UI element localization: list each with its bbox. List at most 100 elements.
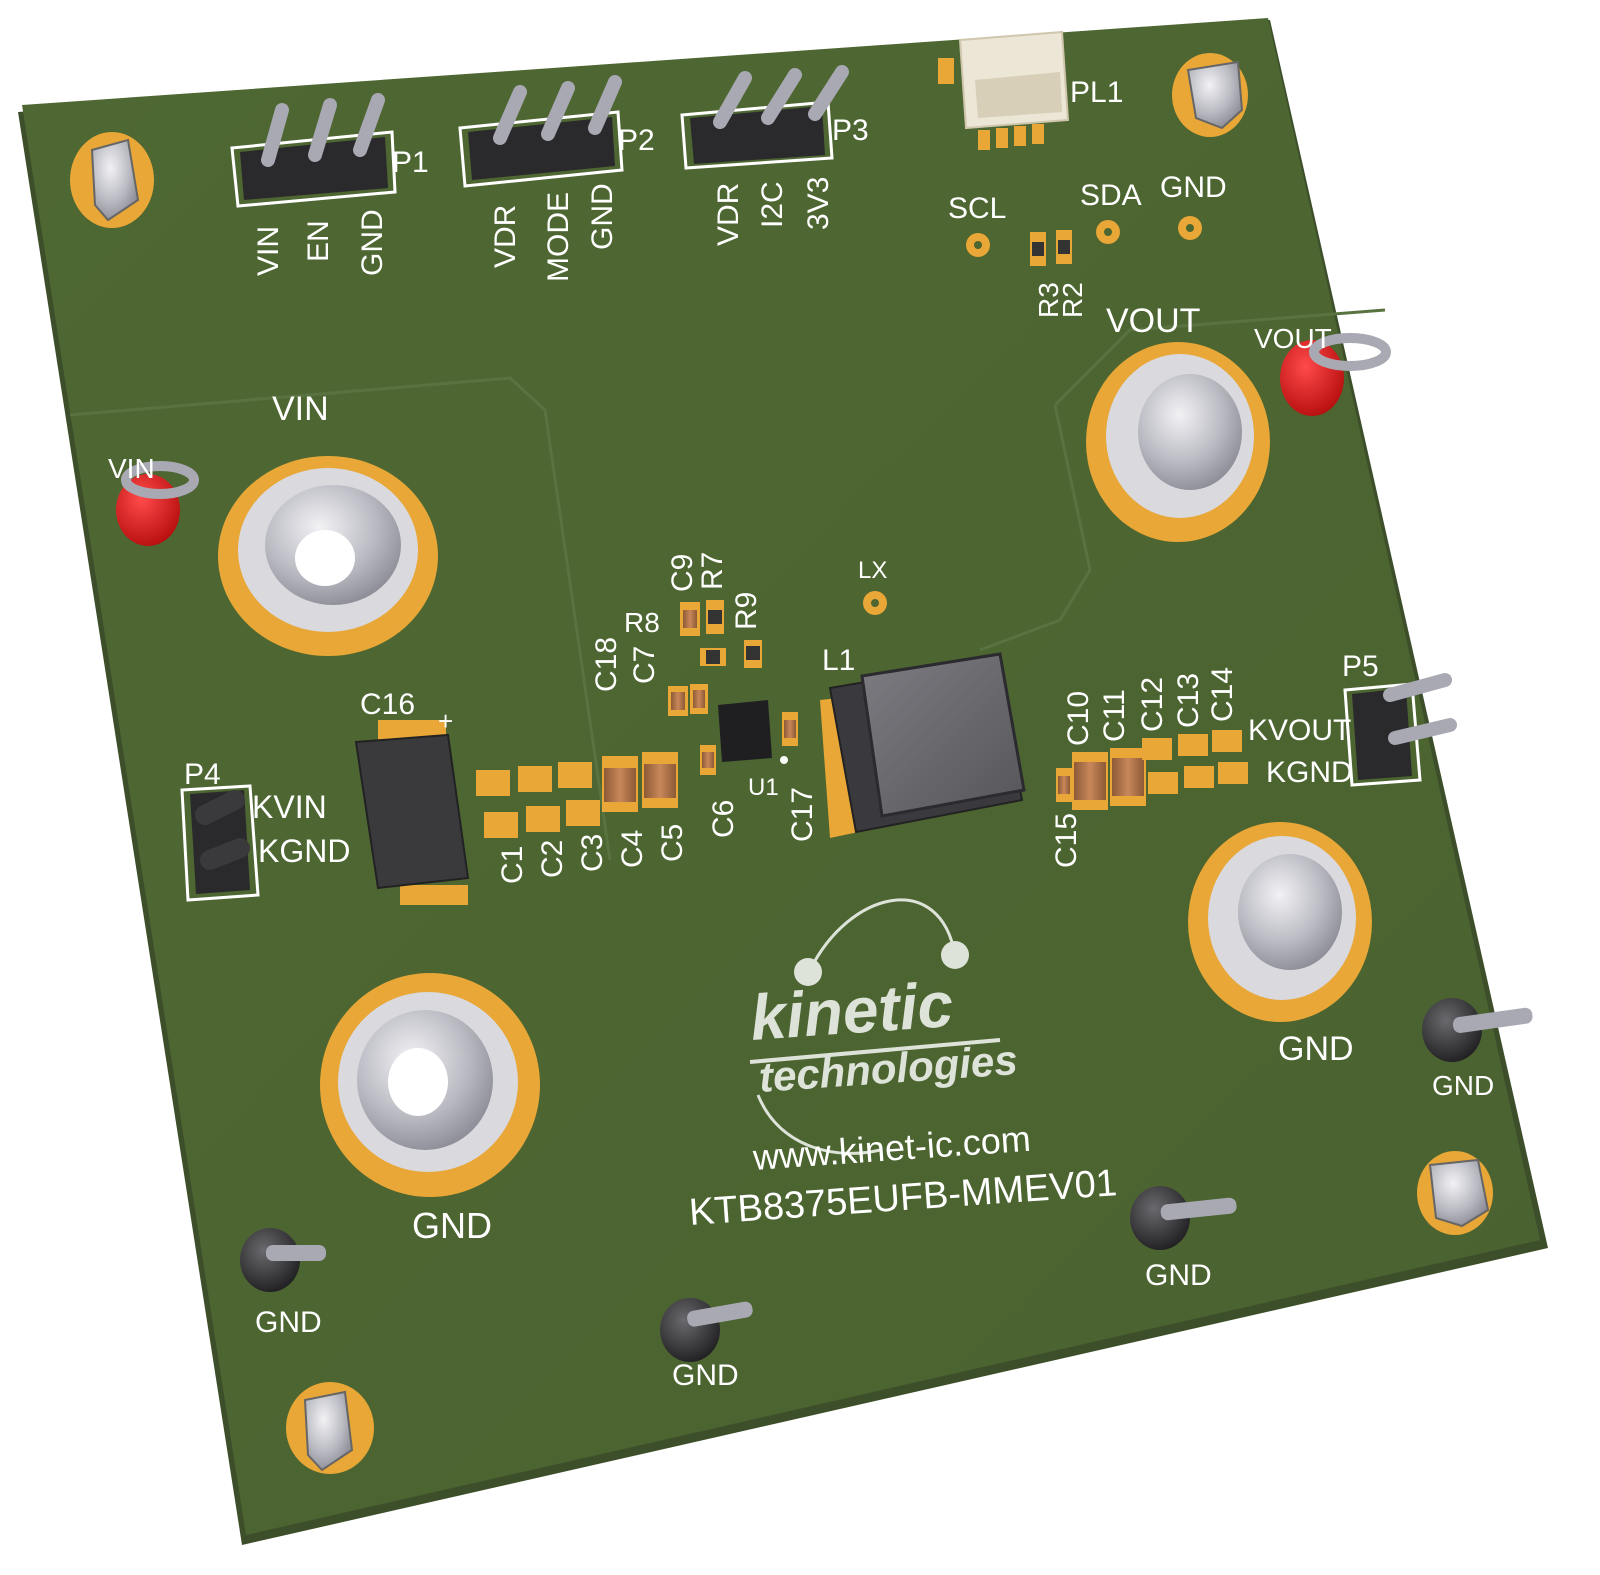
capacitor-c4	[602, 756, 638, 812]
label-c12: C12	[1136, 677, 1169, 732]
label-p5: P5	[1342, 650, 1379, 683]
copper-outline	[979, 404, 1092, 652]
label-c5: C5	[656, 824, 689, 862]
logo-kinetic: kinetic	[748, 968, 955, 1054]
label-p1-en: EN	[302, 220, 335, 262]
capacitor-c14	[1212, 730, 1248, 784]
label-gnd-post-3: GND	[1145, 1259, 1212, 1292]
label-kvout: KVOUT	[1248, 714, 1351, 747]
test-post-gnd-3	[1130, 1186, 1237, 1250]
label-c15: C15	[1050, 813, 1083, 868]
capacitor-c12	[1142, 738, 1178, 794]
label-gnd-post-2: GND	[672, 1359, 739, 1392]
label-gnd-terminal-right: GND	[1278, 1030, 1354, 1068]
label-p1: P1	[392, 146, 429, 179]
label-vin-terminal: VIN	[272, 390, 329, 428]
label-p3-i2c: I2C	[756, 181, 789, 228]
label-tp-gnd: GND	[1160, 171, 1227, 204]
label-scl: SCL	[948, 192, 1006, 225]
label-c14: C14	[1206, 667, 1239, 722]
label-p4: P4	[184, 758, 221, 791]
label-c2: C2	[536, 840, 569, 878]
logo-graphic	[749, 898, 1001, 1155]
label-p1-gnd: GND	[356, 209, 389, 276]
capacitor-c13	[1178, 734, 1214, 788]
label-c7: C7	[628, 646, 661, 684]
test-post-vin	[116, 461, 199, 546]
label-l1: L1	[822, 644, 855, 677]
label-gnd-post-1: GND	[255, 1306, 322, 1339]
capacitor-c10	[1072, 752, 1108, 810]
capacitor-c1	[476, 770, 518, 838]
label-r3: R3	[1033, 282, 1064, 318]
ic-u1	[718, 700, 788, 764]
label-pl1: PL1	[1070, 76, 1123, 109]
label-c3: C3	[576, 834, 609, 872]
test-post-vout	[1280, 333, 1391, 416]
header-p4	[180, 784, 260, 902]
capacitor-c16	[354, 720, 470, 905]
label-vin-post: VIN	[108, 453, 155, 484]
label-lx: LX	[858, 557, 887, 584]
label-c11: C11	[1098, 689, 1131, 742]
capacitor-c11	[1110, 748, 1146, 806]
label-c18: C18	[590, 637, 623, 692]
label-gnd-post-4: GND	[1432, 1070, 1494, 1101]
label-kgnd-out: KGND	[1266, 756, 1353, 789]
label-p2-gnd: GND	[586, 183, 619, 250]
label-p1-vin: VIN	[252, 226, 285, 276]
label-kgnd-in: KGND	[258, 833, 350, 869]
terminal-vin	[218, 456, 438, 656]
label-vout-post: VOUT	[1254, 323, 1332, 354]
label-c16-polarity: +	[438, 706, 453, 736]
label-c16: C16	[360, 688, 415, 721]
label-r8: R8	[624, 607, 660, 638]
inductor-l1	[820, 652, 1026, 838]
label-c4: C4	[616, 830, 649, 868]
mounting-hole-bottom-left	[286, 1382, 374, 1474]
test-post-gnd-2	[660, 1298, 753, 1362]
connector-pl1	[938, 30, 1070, 150]
header-p1	[230, 93, 397, 208]
label-r9: R9	[730, 592, 763, 630]
capacitor-c5	[642, 752, 678, 808]
label-c10: C10	[1062, 691, 1095, 746]
label-u1: U1	[748, 774, 779, 801]
copper-outline	[69, 376, 612, 861]
label-gnd-terminal-left: GND	[412, 1205, 492, 1246]
header-p3	[680, 65, 849, 170]
label-vout-terminal: VOUT	[1106, 302, 1200, 340]
label-kvin: KVIN	[252, 789, 327, 825]
label-c13: C13	[1172, 673, 1205, 728]
test-post-gnd-4	[1422, 998, 1533, 1062]
terminal-vout	[1086, 342, 1270, 542]
label-r7: R7	[696, 552, 729, 590]
label-p3-3v3: 3V3	[802, 177, 835, 230]
terminal-gnd-left	[320, 973, 540, 1197]
resistor-r2	[1056, 230, 1072, 264]
label-c1: C1	[496, 846, 529, 884]
mounting-hole-top-right	[1172, 53, 1248, 137]
label-p2-vdr: VDR	[489, 205, 522, 268]
label-p3-vdr: VDR	[712, 183, 745, 246]
capacitor-c3	[558, 762, 600, 826]
label-r2: R2	[1057, 282, 1088, 318]
silkscreen-text: P1 VIN EN GND P2 VDR MODE GND P3 VDR I2C…	[108, 76, 1494, 1392]
label-c17: C17	[786, 787, 819, 842]
mounting-hole-top-left	[70, 132, 154, 228]
label-c6: C6	[707, 800, 740, 838]
resistor-r3	[1030, 232, 1046, 266]
mounting-hole-bottom-right	[1417, 1151, 1493, 1235]
label-p2: P2	[618, 124, 655, 157]
label-sda: SDA	[1080, 179, 1142, 212]
label-p2-mode: MODE	[542, 192, 575, 282]
copper-outline	[1053, 308, 1386, 407]
header-p2	[458, 75, 624, 188]
terminal-gnd-right	[1188, 822, 1372, 1022]
header-p5	[1343, 673, 1457, 787]
label-p3: P3	[832, 114, 869, 147]
capacitor-c2	[518, 766, 560, 832]
test-post-gnd-1	[240, 1228, 326, 1292]
label-c9: C9	[666, 554, 699, 592]
